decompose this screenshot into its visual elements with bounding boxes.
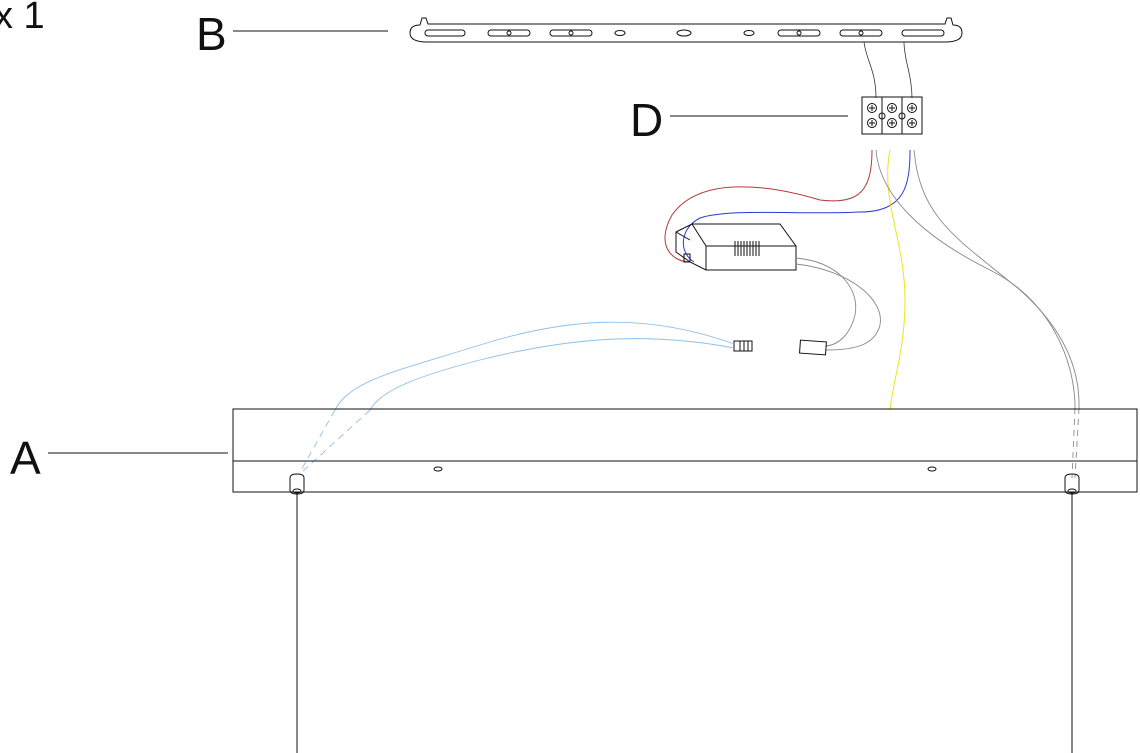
connector-male bbox=[733, 340, 753, 352]
wire-red bbox=[664, 149, 873, 263]
led-driver bbox=[675, 223, 797, 271]
label-b: B bbox=[196, 8, 227, 60]
wire-yellow bbox=[887, 149, 906, 411]
suspension-right bbox=[1064, 473, 1080, 753]
wire-gray-1 bbox=[875, 149, 1076, 409]
wire-gray-2 bbox=[913, 149, 1080, 409]
driver-output-wires bbox=[795, 257, 881, 351]
output-wires bbox=[664, 149, 1080, 479]
supply-wires bbox=[863, 41, 913, 99]
part-d-terminal-block bbox=[861, 96, 923, 135]
label-d: D bbox=[630, 94, 663, 146]
bracket-slots bbox=[424, 29, 945, 37]
connector-female bbox=[799, 339, 827, 356]
part-b-bracket bbox=[409, 17, 963, 43]
wire-blue bbox=[682, 149, 911, 263]
wire-lightblue bbox=[299, 321, 735, 473]
terminal-screws bbox=[867, 103, 917, 128]
part-a-profile bbox=[232, 408, 1138, 493]
quantity-label: x 1 bbox=[0, 0, 45, 37]
suspension-left bbox=[289, 473, 305, 753]
driver-vents bbox=[734, 241, 760, 256]
label-a: A bbox=[10, 432, 41, 484]
